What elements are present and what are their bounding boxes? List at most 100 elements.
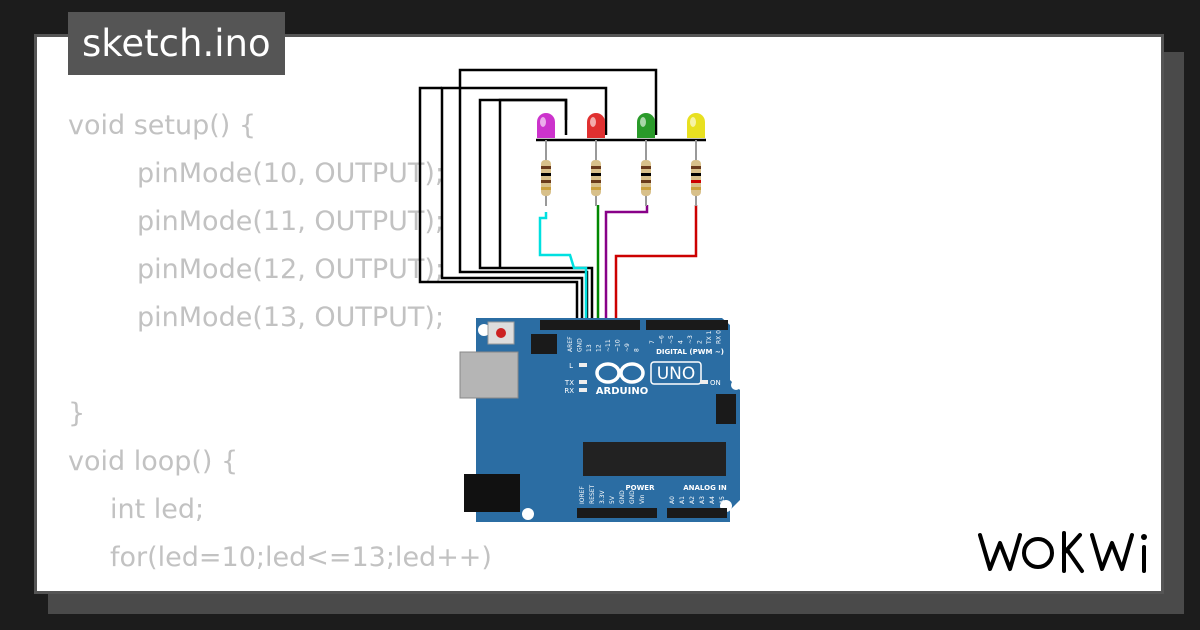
signal-wires xyxy=(538,205,698,322)
led-tx-label: TX xyxy=(564,379,574,387)
pin-label: GND xyxy=(619,490,626,504)
resistor-band xyxy=(691,180,701,183)
resistor-band xyxy=(691,173,701,176)
resistor-band xyxy=(641,180,651,183)
uno-badge xyxy=(650,361,702,385)
pin-label: 7 xyxy=(649,340,656,344)
pin-label: GND xyxy=(629,490,636,504)
resistor-body xyxy=(591,160,601,196)
pin-label: ~9 xyxy=(624,343,631,352)
pin-label: ~6 xyxy=(659,335,666,344)
pin-label: ~10 xyxy=(615,339,622,352)
resistor-band xyxy=(641,187,651,190)
reset-button-cap xyxy=(496,328,506,338)
digital-pins-label: DIGITAL (PWM ~) xyxy=(656,348,724,356)
pin-label: 8 xyxy=(634,348,641,352)
pin-label: 3.3V xyxy=(599,489,606,504)
digital-header-left xyxy=(540,320,640,330)
code-line: pinMode(11, OUTPUT); xyxy=(137,206,445,237)
mount-hole xyxy=(478,324,490,336)
led-body xyxy=(537,113,555,138)
resistor-band xyxy=(541,187,551,190)
pin-label: IOREF xyxy=(579,486,586,504)
usb-port xyxy=(459,351,519,399)
pin-label: A3 xyxy=(699,496,706,504)
resistor-body xyxy=(691,160,701,196)
arduino-uno-board[interactable]: UNO ARDUINO DIGITAL (PWM ~) L TX RX ON P… xyxy=(459,318,741,522)
pin-label: A5 xyxy=(719,496,726,504)
led-magenta[interactable] xyxy=(537,113,555,160)
board-model: UNO xyxy=(657,364,696,384)
led-body xyxy=(637,113,655,138)
resistor-body xyxy=(541,160,551,196)
code-line: void setup() { xyxy=(68,110,257,141)
pin-label: ~5 xyxy=(668,335,675,344)
pin-label: GND xyxy=(577,338,584,352)
pin-label: Vin xyxy=(639,494,646,504)
pin-label: A0 xyxy=(669,496,676,504)
pin-label: A4 xyxy=(709,496,716,504)
led-l-label: L xyxy=(569,362,573,370)
pin-label: 12 xyxy=(596,344,603,352)
resistor-band xyxy=(541,173,551,176)
resistor-body xyxy=(641,160,651,196)
resistor-band xyxy=(641,173,651,176)
led-body xyxy=(687,113,705,138)
led-highlight xyxy=(540,117,546,127)
code-line: for(led=10;led<=13;led++) xyxy=(110,542,492,573)
mount-hole xyxy=(731,380,741,390)
power-header xyxy=(577,508,657,518)
resistor-band xyxy=(541,180,551,183)
resistor-band xyxy=(691,187,701,190)
resistor-band xyxy=(641,166,651,169)
led-l-indicator xyxy=(579,363,587,367)
resistor-band xyxy=(591,173,601,176)
wokwi-logo xyxy=(978,531,1147,573)
led-highlight xyxy=(640,117,646,127)
pin-label: RX 0 xyxy=(716,330,723,344)
led-rx-label: RX xyxy=(564,387,574,395)
pin-label: 5V xyxy=(609,495,616,504)
led-tx-indicator xyxy=(579,380,587,384)
code-line: pinMode(13, OUTPUT); xyxy=(137,302,445,333)
arduino-logo-icon xyxy=(595,362,645,384)
sketch-title: sketch.ino xyxy=(68,12,285,75)
resistor[interactable] xyxy=(691,160,701,206)
pin-label: ~11 xyxy=(605,339,612,352)
pin-label: ~3 xyxy=(687,335,694,344)
pin-label: A1 xyxy=(679,496,686,504)
resistor-band xyxy=(591,166,601,169)
code-line: pinMode(12, OUTPUT); xyxy=(137,254,445,285)
signal-wire xyxy=(614,205,698,322)
resistor-band xyxy=(541,166,551,169)
led-rx-indicator xyxy=(579,388,587,392)
analog-label: ANALOG IN xyxy=(683,484,727,492)
analog-header xyxy=(667,508,727,518)
resistor-band xyxy=(691,166,701,169)
atmega-chip xyxy=(583,442,726,476)
resistor-band xyxy=(591,180,601,183)
led-yellow[interactable] xyxy=(687,113,705,160)
resistor-band xyxy=(591,187,601,190)
pin-label: TX 1 xyxy=(706,330,713,345)
ground-wires xyxy=(418,68,658,322)
resistor[interactable] xyxy=(641,160,651,206)
led-green[interactable] xyxy=(637,113,655,160)
resistor[interactable] xyxy=(591,160,601,206)
code-line: int led; xyxy=(110,494,205,525)
signal-wire xyxy=(538,212,588,322)
power-jack xyxy=(464,474,520,512)
board-brand: ARDUINO xyxy=(596,386,648,397)
icsp-header xyxy=(531,334,557,354)
led-red[interactable] xyxy=(587,113,605,160)
digital-header-right xyxy=(646,320,728,330)
resistor[interactable] xyxy=(541,160,551,206)
pin-label: 4 xyxy=(678,340,685,344)
led-body xyxy=(587,113,605,138)
pin-label: RESET xyxy=(589,484,596,504)
pin-label: AREF xyxy=(567,336,574,352)
pin-label: 13 xyxy=(586,344,593,352)
code-line: pinMode(10, OUTPUT); xyxy=(137,158,445,189)
code-line: } xyxy=(68,398,86,429)
